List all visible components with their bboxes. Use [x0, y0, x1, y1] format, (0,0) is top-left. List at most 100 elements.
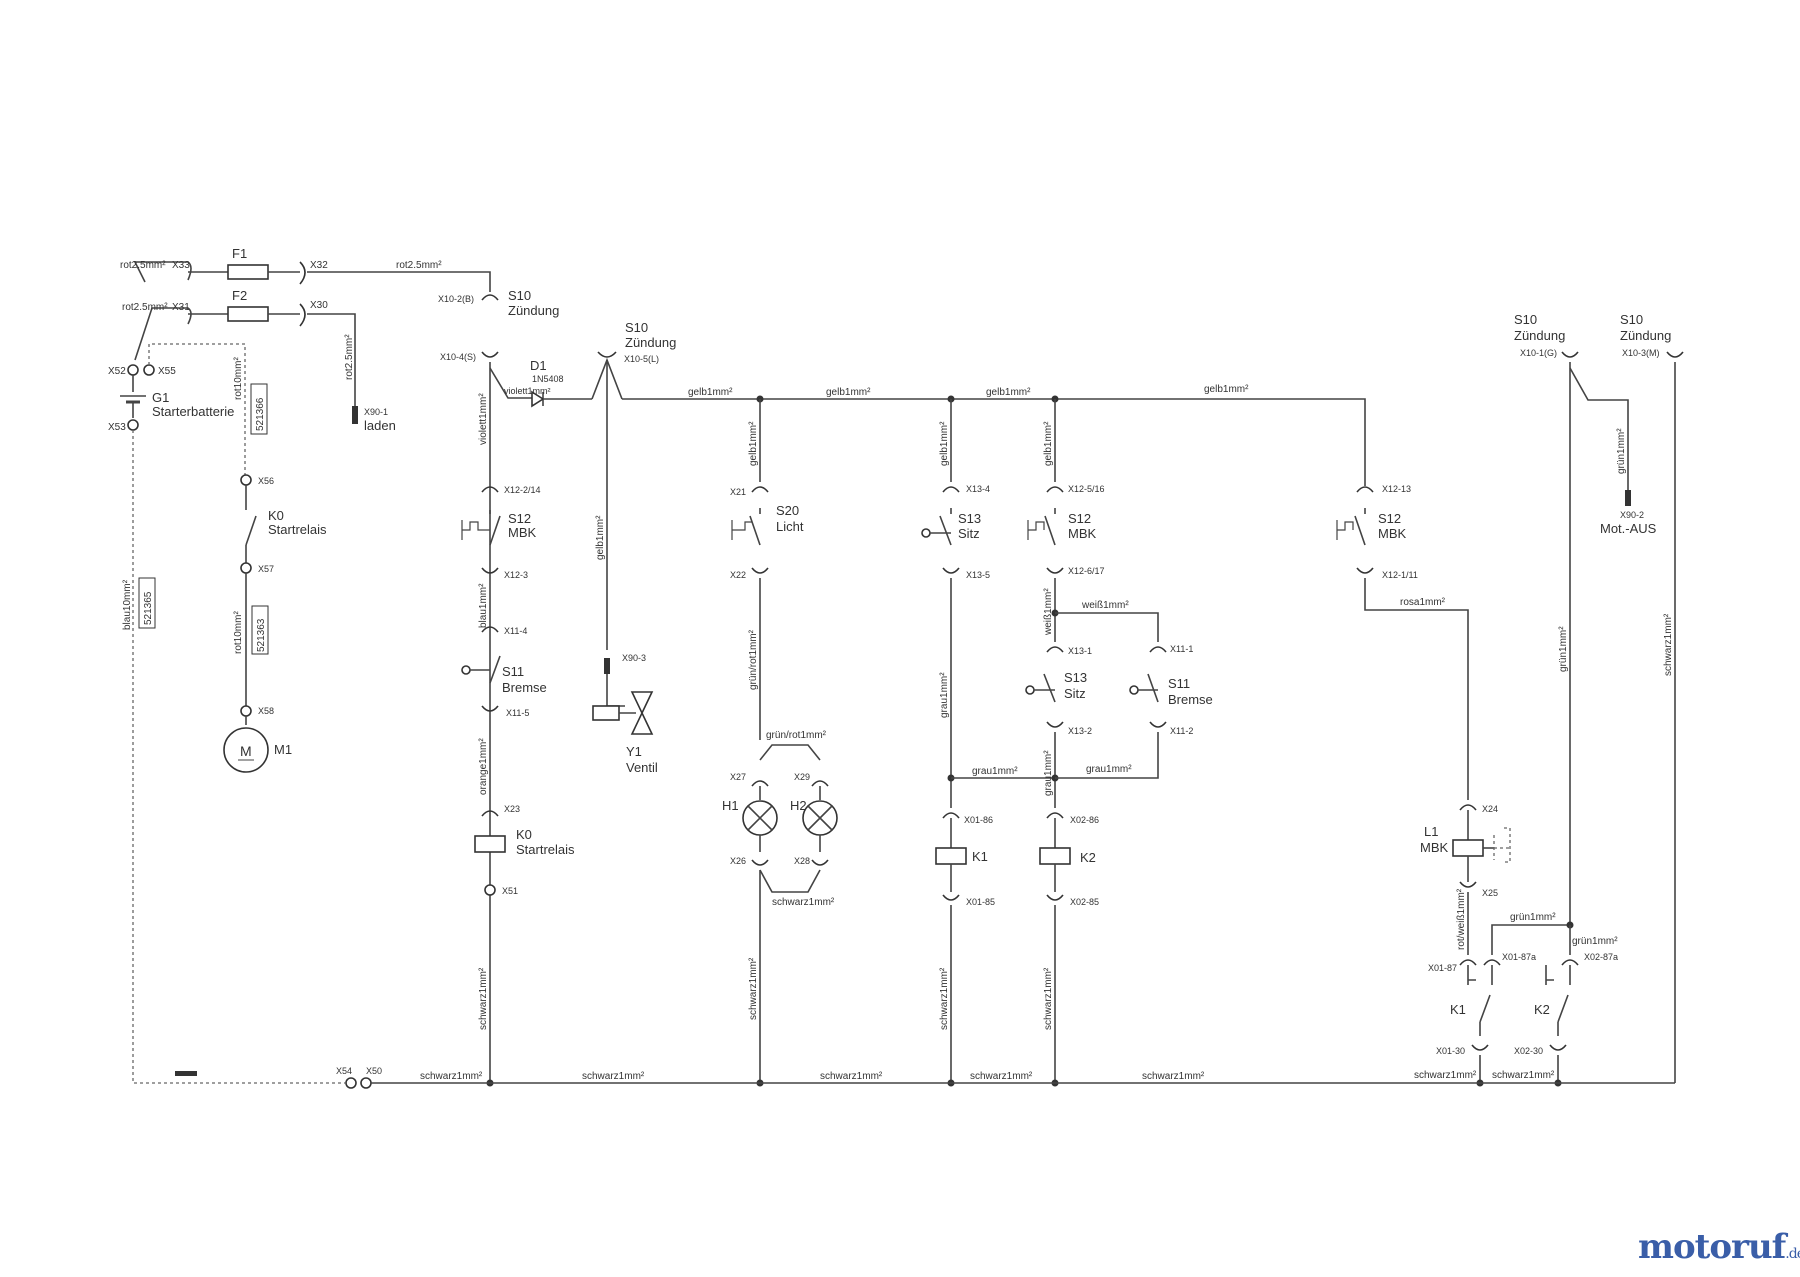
- col7-c2: X02-30: [1514, 1046, 1543, 1056]
- col5-wire-4: schwarz1mm²: [1043, 967, 1054, 1030]
- d1-type: 1N5408: [532, 374, 564, 384]
- ground-wire-5: schwarz1mm²: [1142, 1071, 1205, 1082]
- col6-l1: L1: [1424, 824, 1438, 839]
- col6-c1: X12-13: [1382, 484, 1411, 494]
- col3-c29: X29: [794, 772, 810, 782]
- column-1: violett1mm² X12-2/14 S12 MBK X12-3 blau1…: [461, 393, 575, 1087]
- col3-h1: H1: [722, 798, 739, 813]
- col5-wire-top: gelb1mm²: [1043, 421, 1054, 466]
- bus-wire-2: gelb1mm²: [826, 387, 871, 398]
- f1-out-conn: X32: [310, 260, 328, 271]
- col5-c6: X11-2: [1170, 726, 1193, 736]
- col5-c7: X02-86: [1070, 815, 1099, 825]
- fuse-f2: rot2.5mm² X31 F2 X30 rot2.5mm² X90-1 lad…: [122, 288, 396, 433]
- s10g-id: S10: [1514, 312, 1537, 327]
- col7-conn-aus: X90-2: [1620, 510, 1644, 520]
- col6-c5: X01-87: [1428, 963, 1457, 973]
- col1-s11n: Bremse: [502, 680, 547, 695]
- col1-s12n: MBK: [508, 525, 537, 540]
- f1-in-wire: rot2.5mm²: [120, 260, 166, 271]
- col4-s13n: Sitz: [958, 526, 980, 541]
- col1-wire-4: schwarz1mm²: [478, 967, 489, 1030]
- ground-c2: X50: [366, 1066, 382, 1076]
- column-8: S10 Zündung X10-3(M) schwarz1mm²: [1620, 312, 1684, 1083]
- s10-ignition-main: X10-2(B) S10 Zündung X10-4(S) D1 1N5408 …: [438, 288, 1366, 1083]
- col6-s12: S12: [1378, 511, 1401, 526]
- col5-s13n: Sitz: [1064, 686, 1086, 701]
- col5-s11: S11: [1168, 676, 1190, 691]
- col5-wire-l: grau1mm²: [972, 766, 1018, 777]
- battery-aux-conn: X55: [158, 366, 176, 377]
- col1-s11: S11: [502, 664, 524, 679]
- k0-part: 521363: [256, 618, 267, 652]
- col3-wire-top: gelb1mm²: [748, 421, 759, 466]
- s10s-conn: X10-4(S): [440, 352, 476, 362]
- ground-bus: X54 X50 schwarz1mm² schwarz1mm² schwarz1…: [336, 1066, 1675, 1089]
- s10m-id: S10: [1620, 312, 1643, 327]
- col5-s11n: Bremse: [1168, 692, 1213, 707]
- col5-wire-2: weiß1mm²: [1043, 588, 1054, 636]
- col3-wire-4: schwarz1mm²: [772, 897, 835, 908]
- battery-minus-part: 521365: [143, 591, 154, 625]
- col5-s12n: MBK: [1068, 526, 1097, 541]
- k0-contact: M M1 X56 K0 Startrelais X57 rot10mm² 521…: [223, 474, 327, 773]
- col4-c1: X13-4: [966, 484, 990, 494]
- f2-out-wire: rot2.5mm²: [344, 334, 355, 380]
- k0-wire: rot10mm²: [233, 611, 244, 654]
- f1-label: F1: [232, 246, 247, 261]
- brand-domain: .de: [1785, 1246, 1800, 1262]
- col7-wire-1: grün1mm²: [1558, 626, 1569, 672]
- col1-c1: X12-2/14: [504, 485, 541, 495]
- col5-c8: X02-85: [1070, 897, 1099, 907]
- k0-c1: X56: [258, 476, 274, 486]
- col5-c4: X13-2: [1068, 726, 1092, 736]
- col3-wire-2: grün/rot1mm²: [748, 629, 759, 690]
- col1-c5: X23: [504, 804, 520, 814]
- col6-l1n: MBK: [1420, 840, 1449, 855]
- f2-label: F2: [232, 288, 247, 303]
- col1-c6: X51: [502, 886, 518, 896]
- col1-wire-3: orange1mm²: [478, 738, 489, 795]
- col4-c2: X13-5: [966, 570, 990, 580]
- f2-in-conn: X31: [172, 302, 190, 313]
- col5-wire-br2: grau1mm²: [1086, 764, 1132, 775]
- battery-id: G1: [152, 390, 169, 405]
- col6-c4: X25: [1482, 888, 1498, 898]
- bus-wire-4: gelb1mm²: [1204, 384, 1249, 395]
- col1-c3: X11-4: [504, 626, 527, 636]
- ground-wire-4: schwarz1mm²: [970, 1071, 1033, 1082]
- battery-minus-conn: X53: [108, 422, 126, 433]
- col3-c26: X26: [730, 856, 746, 866]
- fuse-f1: rot2.5mm² X33 F1 X32 rot2.5mm²: [120, 246, 499, 301]
- col5-s12: S12: [1068, 511, 1091, 526]
- col3-c2: X22: [730, 570, 746, 580]
- s10l-conn: X10-5(L): [624, 354, 659, 364]
- motor-id: M1: [274, 742, 292, 757]
- col4-c4: X01-85: [966, 897, 995, 907]
- bus-wire-1: gelb1mm²: [688, 387, 733, 398]
- column-3: gelb1mm² X21 S20 Licht X22 grün/rot1mm² …: [722, 399, 838, 1087]
- f2-in-wire: rot2.5mm²: [122, 302, 168, 313]
- col4-wire-2: grau1mm²: [939, 672, 950, 718]
- col7-wire-4: schwarz1mm²: [1492, 1070, 1555, 1081]
- column-7: S10 Zündung X10-1(G) grün1mm² X90-2 Mot.…: [1492, 312, 1657, 1087]
- col5-c1: X12-5/16: [1068, 484, 1105, 494]
- col3-h2: H2: [790, 798, 807, 813]
- battery-name: Starterbatterie: [152, 404, 234, 419]
- s10l-id: S10: [625, 320, 648, 335]
- col1-wire-2: blau1mm²: [478, 583, 489, 628]
- col1-c4: X11-5: [506, 708, 529, 718]
- ground-c1: X54: [336, 1066, 352, 1076]
- column-6: X12-13 S12 MBK X12-1/11 rosa1mm² X24 L1 …: [1336, 484, 1570, 1087]
- battery-aux-part: 521366: [255, 397, 266, 431]
- col6-wire-2: rot/weiß1mm²: [1456, 888, 1467, 950]
- col7-c1: X02-87a: [1584, 952, 1618, 962]
- col1-k0n: Startrelais: [516, 842, 575, 857]
- col6-k1: K1: [1450, 1002, 1466, 1017]
- col6-s12n: MBK: [1378, 526, 1407, 541]
- col5-wire-3: grau1mm²: [1043, 750, 1054, 796]
- battery-minus-wire: blau10mm²: [122, 579, 133, 630]
- col5-c3: X13-1: [1068, 646, 1092, 656]
